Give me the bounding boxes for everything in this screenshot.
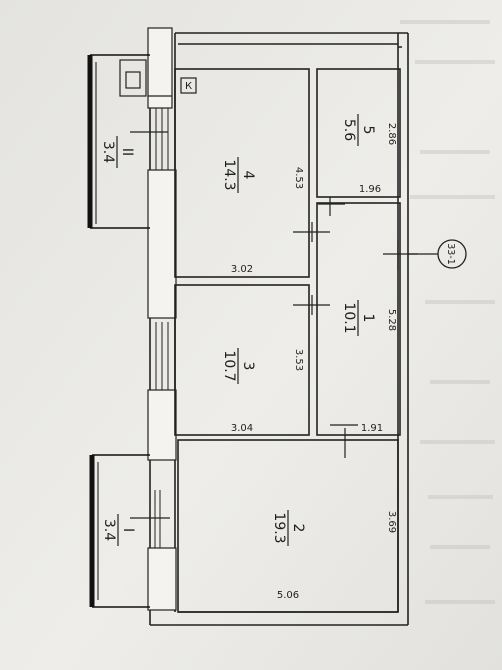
kitchen-marker-box [180, 77, 197, 94]
dim-room5-length: 1.96 [359, 184, 381, 195]
room-1-label: 1 10.1 [341, 300, 376, 336]
balcony-II-frame [87, 54, 150, 229]
room-5-label: 5 5.6 [341, 114, 376, 146]
room-4-area: 14.3 [221, 159, 237, 190]
room-1-area: 10.1 [341, 302, 357, 333]
dim-room3-width: 3.53 [293, 349, 304, 371]
window-symbols [149, 108, 169, 548]
dim-room5-width: 2.86 [386, 123, 397, 145]
balcony-I-label: I 3.4 [101, 514, 136, 546]
room-2-number: 2 [290, 524, 306, 533]
room-4-number: 4 [240, 171, 256, 180]
left-wall-segments [147, 27, 177, 611]
balcony-I-frame [89, 454, 150, 608]
section-marker: 33-1 [408, 239, 467, 269]
kitchen-marker: К [185, 81, 192, 92]
dim-room2-length: 5.06 [277, 590, 299, 601]
balcony-II-number: II [119, 148, 135, 156]
door-marks [130, 131, 418, 519]
vent-shaft [119, 59, 172, 97]
balcony-I-area: 3.4 [101, 519, 117, 541]
dim-room2-width: 3.69 [386, 511, 397, 533]
room-2-label: 2 19.3 [271, 510, 306, 546]
room-2-area: 19.3 [271, 512, 287, 543]
balcony-I-number: I [120, 528, 136, 532]
room-5-number: 5 [360, 126, 376, 135]
room-4-label: 4 14.3 [221, 157, 256, 193]
dimension-labels: 4.53 3.02 2.86 1.96 5.28 1.91 3.53 3.04 … [231, 123, 397, 601]
balcony-II-area: 3.4 [100, 141, 116, 163]
dim-room4-width: 4.53 [293, 167, 304, 189]
room-1-outline [316, 202, 401, 436]
interior-walls [174, 68, 401, 613]
room-3-number: 3 [240, 362, 256, 371]
dim-room4-length: 3.02 [231, 264, 253, 275]
section-marker-label: 33-1 [445, 243, 456, 265]
dim-room1-length: 1.91 [361, 423, 383, 434]
dim-room1-width: 5.28 [386, 309, 397, 331]
dim-room3-length: 3.04 [231, 423, 253, 434]
room-3-label: 3 10.7 [221, 348, 256, 384]
bleed-through-text [400, 20, 495, 604]
room-1-number: 1 [360, 314, 376, 323]
room-3-area: 10.7 [221, 350, 237, 381]
balcony-II-label: II 3.4 [100, 136, 135, 168]
room-2-outline [177, 439, 399, 613]
room-5-area: 5.6 [341, 119, 357, 141]
